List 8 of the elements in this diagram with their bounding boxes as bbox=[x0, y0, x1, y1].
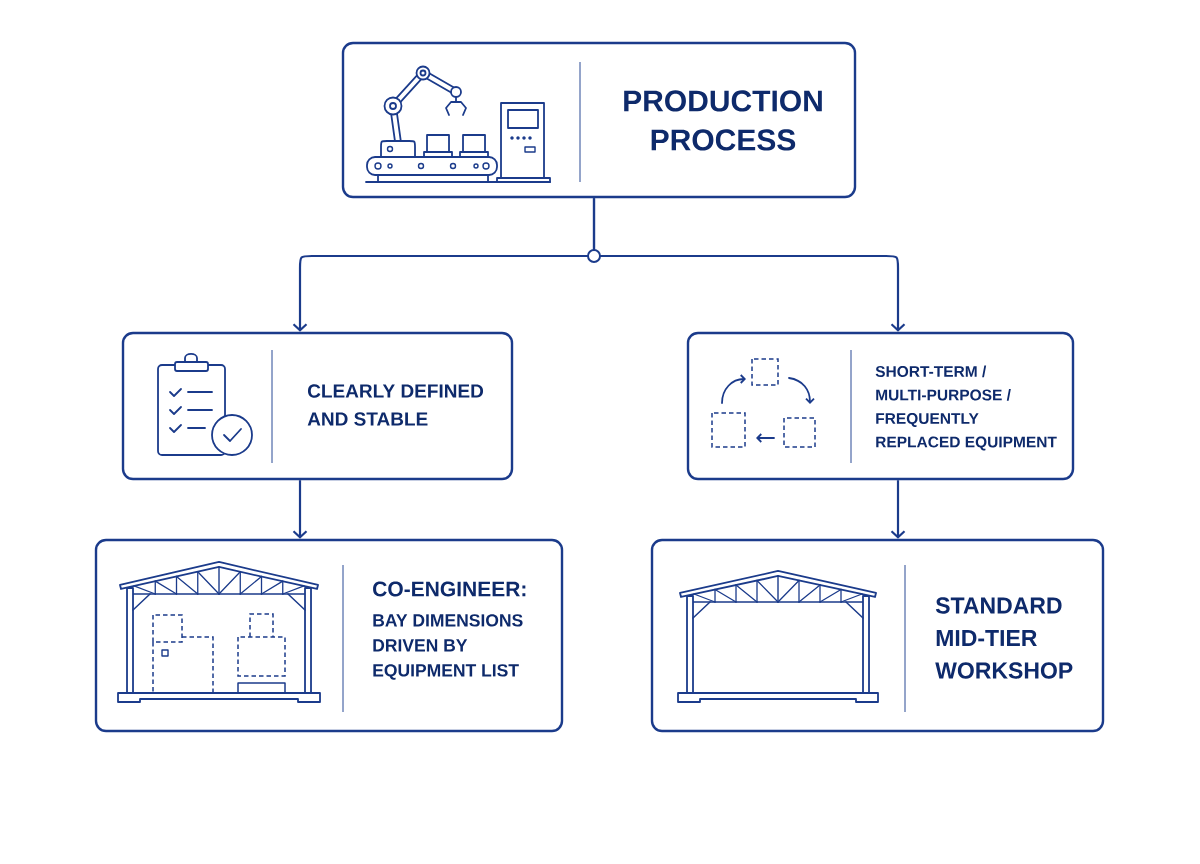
result-box: STANDARD MID-TIER WORKSHOP bbox=[650, 538, 1105, 733]
arrow bbox=[592, 198, 906, 332]
process-box: CLEARLY DEFINED AND STABLE bbox=[121, 331, 514, 481]
process-box: PRODUCTION PROCESS bbox=[341, 41, 857, 199]
arrow bbox=[292, 480, 308, 539]
result-box: CO-ENGINEER: BAY DIMENSIONS DRIVEN BY EQUIPMENT LIST bbox=[94, 538, 564, 733]
arrow bbox=[890, 480, 906, 539]
process-box: SHORT-TERM / MULTI-PURPOSE / FREQUENTLY REPLACED EQUIPMENT bbox=[686, 331, 1075, 481]
